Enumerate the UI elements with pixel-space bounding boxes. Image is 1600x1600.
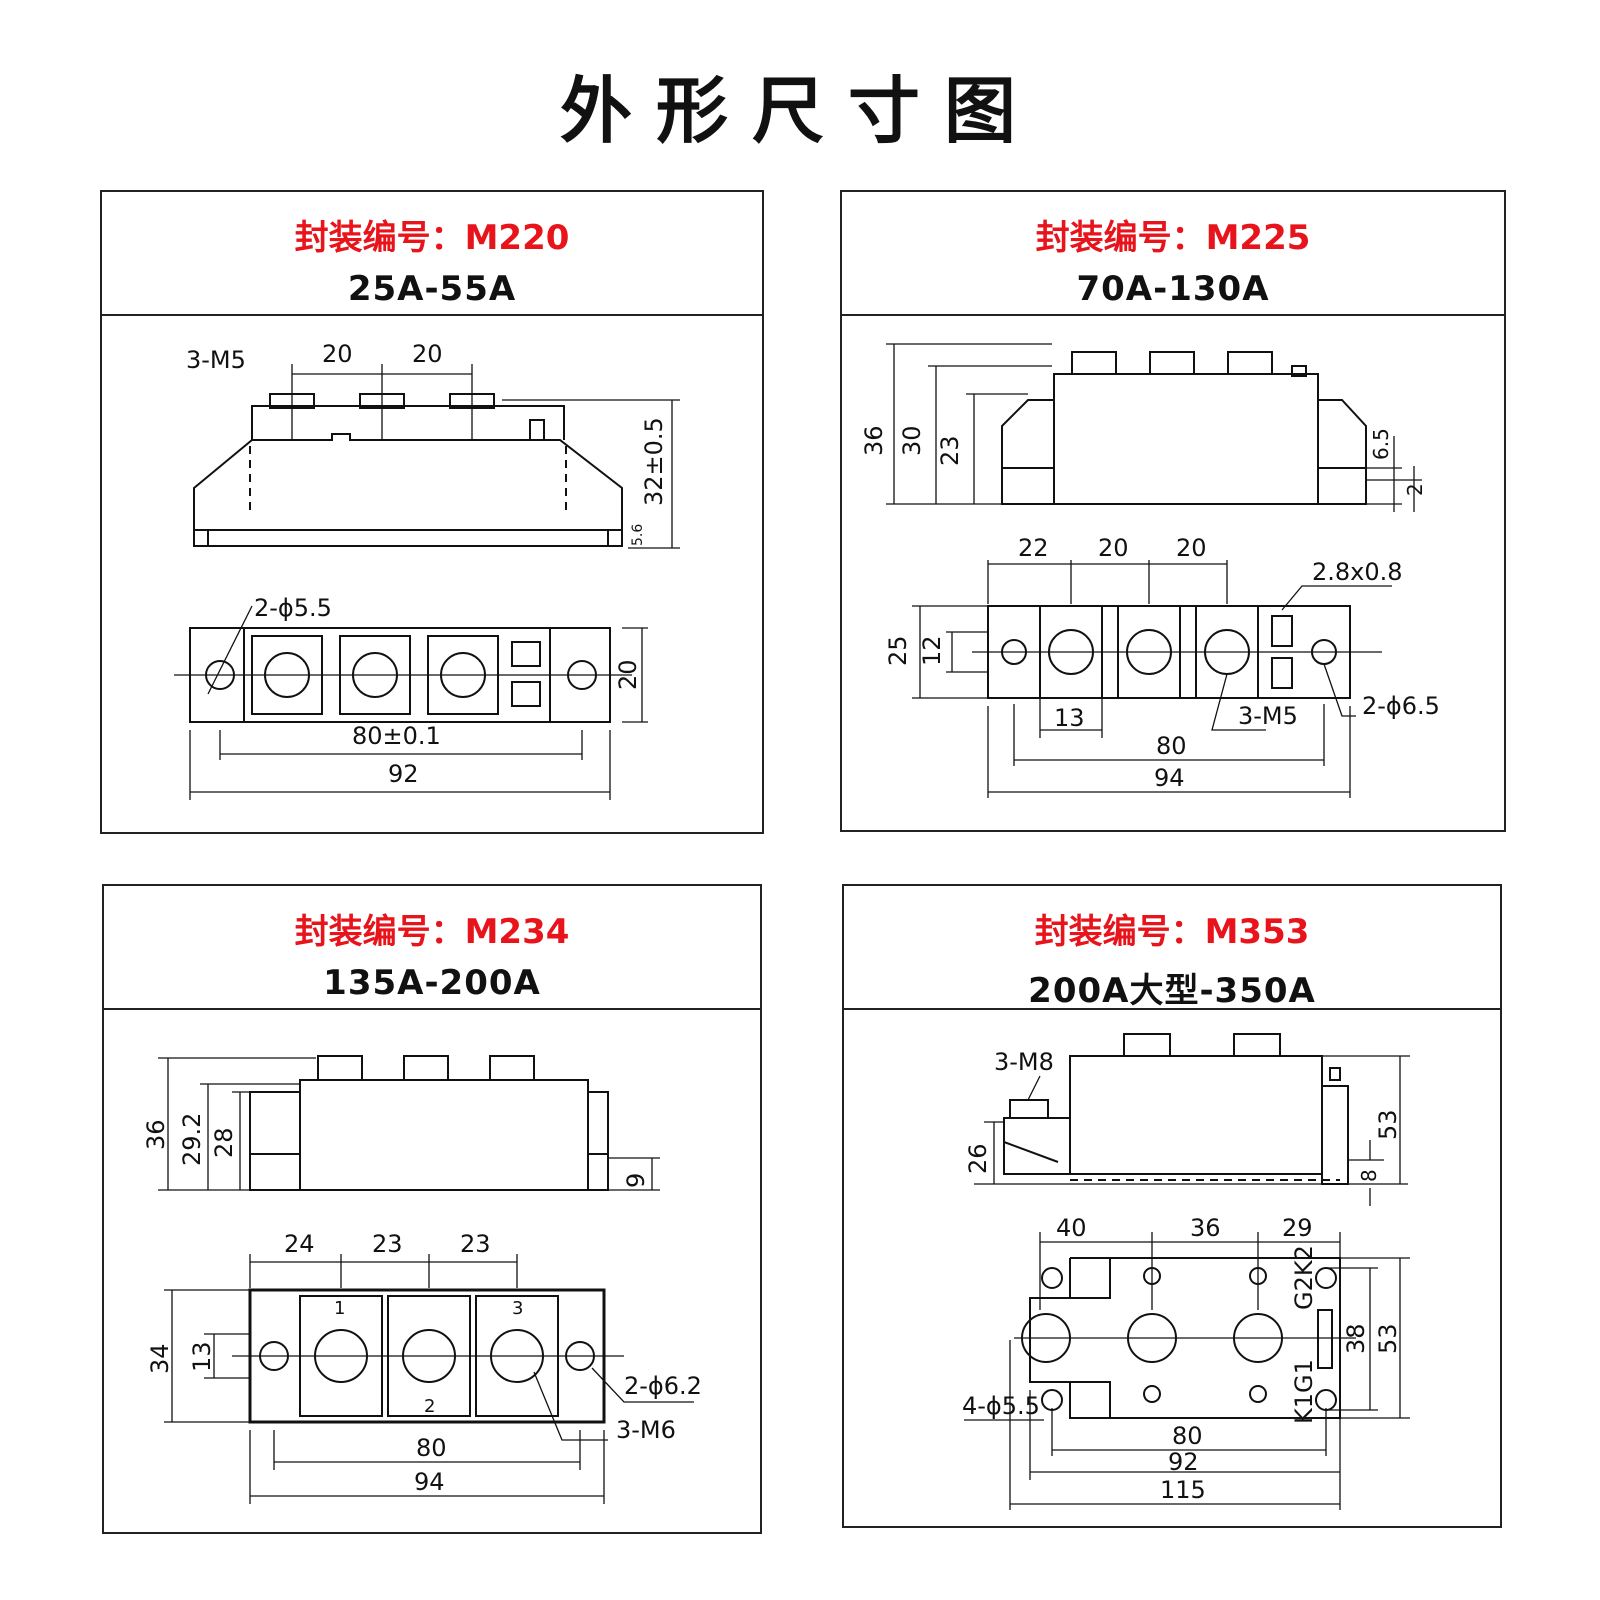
m220-outline-drawing: 3-M5 20 20 32±0.5 5.6 2-ϕ5.5 20 80±0.1 9… bbox=[174, 340, 680, 800]
dim-x3: 20 bbox=[1176, 534, 1207, 562]
dimension-drawing: 3-M5 20 20 32±0.5 5.6 2-ϕ5.5 20 80±0.1 9… bbox=[102, 316, 762, 832]
dim-h3: 8 bbox=[1357, 1169, 1381, 1182]
panel-header: 封装编号：M225 70A-130A bbox=[842, 192, 1504, 316]
dim-x1: 22 bbox=[1018, 534, 1049, 562]
dim-x2: 23 bbox=[372, 1230, 403, 1258]
dim-h4: 9 bbox=[622, 1173, 650, 1188]
dim-p1: 80 bbox=[1172, 1422, 1203, 1450]
gate-cathode-2: G2K2 bbox=[1290, 1245, 1318, 1310]
dim-w2: 12 bbox=[918, 635, 946, 666]
gate-cathode-1: K1G1 bbox=[1290, 1359, 1318, 1424]
dimension-drawing: 36 29.2 28 9 24 23 23 34 13 1 2 3 2-ϕ6.2… bbox=[104, 1010, 760, 1532]
current-range: 70A-130A bbox=[1076, 269, 1270, 309]
current-range: 200A大型-350A bbox=[1028, 971, 1316, 1011]
panel-m234: 封装编号：M234 135A-200A 36 29.2 28 9 24 2 bbox=[102, 884, 762, 1534]
dim-x2: 20 bbox=[1098, 534, 1129, 562]
dim-h1: 36 bbox=[860, 425, 888, 456]
dim-hole: 2-ϕ6.5 bbox=[1362, 692, 1440, 720]
dim-base: 5.6 bbox=[630, 524, 646, 546]
dim-h2: 53 bbox=[1374, 1109, 1402, 1140]
dimension-drawing: 36 30 23 6.5 2 22 20 20 2.8x0.8 25 12 13… bbox=[842, 316, 1504, 830]
package-label: 封装编号：M234 bbox=[294, 912, 570, 952]
dim-pitch-2: 20 bbox=[412, 340, 443, 368]
dim-h2: 30 bbox=[898, 425, 926, 456]
dim-hole-pitch: 80 bbox=[416, 1434, 447, 1462]
dim-w2: 53 bbox=[1374, 1323, 1402, 1354]
dim-w2: 13 bbox=[188, 1341, 216, 1372]
dim-height: 32±0.5 bbox=[640, 417, 668, 506]
dim-length: 94 bbox=[1154, 764, 1185, 792]
dim-length: 92 bbox=[388, 760, 419, 788]
panel-header: 封装编号：M220 25A-55A bbox=[102, 192, 762, 316]
current-range: 25A-55A bbox=[347, 269, 517, 309]
dim-p3: 115 bbox=[1160, 1476, 1206, 1504]
panel-header: 封装编号：M234 135A-200A bbox=[104, 886, 760, 1010]
panel-m225: 封装编号：M225 70A-130A 36 30 23 6.5 2 bbox=[840, 190, 1506, 832]
panel-header: 封装编号：M353 200A大型-350A bbox=[844, 886, 1500, 1011]
dim-w1: 25 bbox=[884, 635, 912, 666]
current-range: 135A-200A bbox=[323, 963, 541, 1003]
dim-h3: 28 bbox=[210, 1127, 238, 1158]
dim-screw: 3-M8 bbox=[994, 1048, 1054, 1076]
dim-hole-pitch: 80 bbox=[1156, 732, 1187, 760]
dim-h4: 6.5 bbox=[1369, 428, 1393, 460]
dim-screw: 3-M5 bbox=[186, 346, 246, 374]
package-label: 封装编号：M225 bbox=[1035, 218, 1311, 258]
m234-outline-drawing: 36 29.2 28 9 24 23 23 34 13 1 2 3 2-ϕ6.2… bbox=[142, 1055, 702, 1504]
dim-x3: 23 bbox=[460, 1230, 491, 1258]
dim-screw: 3-M6 bbox=[616, 1416, 676, 1444]
dim-h2: 29.2 bbox=[178, 1113, 206, 1166]
dim-w1: 38 bbox=[1342, 1323, 1370, 1354]
dim-hole: 2-ϕ6.2 bbox=[624, 1372, 702, 1400]
dim-width: 20 bbox=[614, 659, 642, 690]
dim-h1: 26 bbox=[964, 1143, 992, 1174]
dim-x1: 40 bbox=[1056, 1214, 1087, 1242]
dim-tab: 2.8x0.8 bbox=[1312, 558, 1403, 586]
package-label: 封装编号：M220 bbox=[294, 218, 570, 258]
dim-h1: 36 bbox=[142, 1119, 170, 1150]
dim-hole: 2-ϕ5.5 bbox=[254, 594, 332, 622]
dim-length: 94 bbox=[414, 1468, 445, 1496]
m353-outline-drawing: 3-M8 26 53 8 40 36 29 G2K2 K1G1 38 53 bbox=[962, 1033, 1410, 1510]
dim-hole: 4-ϕ5.5 bbox=[962, 1392, 1040, 1420]
terminal-3-label: 3 bbox=[512, 1298, 523, 1319]
dim-hole-pitch: 80±0.1 bbox=[352, 722, 441, 750]
terminal-1-label: 1 bbox=[334, 1298, 345, 1319]
dim-h3: 23 bbox=[936, 435, 964, 466]
dim-pitch-1: 20 bbox=[322, 340, 353, 368]
page-title: 外形尺寸图 bbox=[559, 69, 1040, 153]
dim-screw: 3-M5 bbox=[1238, 702, 1298, 730]
dim-x1: 24 bbox=[284, 1230, 315, 1258]
terminal-2-label: 2 bbox=[424, 1396, 435, 1417]
m225-outline-drawing: 36 30 23 6.5 2 22 20 20 2.8x0.8 25 12 13… bbox=[860, 343, 1440, 798]
dim-h5: 2 bbox=[1403, 483, 1427, 496]
package-label: 封装编号：M353 bbox=[1034, 912, 1310, 952]
dim-term: 13 bbox=[1054, 704, 1085, 732]
dim-p2: 92 bbox=[1168, 1448, 1199, 1476]
dim-x3: 29 bbox=[1282, 1214, 1313, 1242]
dim-w1: 34 bbox=[146, 1343, 174, 1374]
panel-m220: 封装编号：M220 25A-55A 3-M5 20 20 32±0.5 5.6 bbox=[100, 190, 764, 834]
dim-x2: 36 bbox=[1190, 1214, 1221, 1242]
dimension-drawing: 3-M8 26 53 8 40 36 29 G2K2 K1G1 38 53 bbox=[844, 1010, 1500, 1526]
panel-m353: 封装编号：M353 200A大型-350A 3-M8 26 53 8 bbox=[842, 884, 1502, 1528]
